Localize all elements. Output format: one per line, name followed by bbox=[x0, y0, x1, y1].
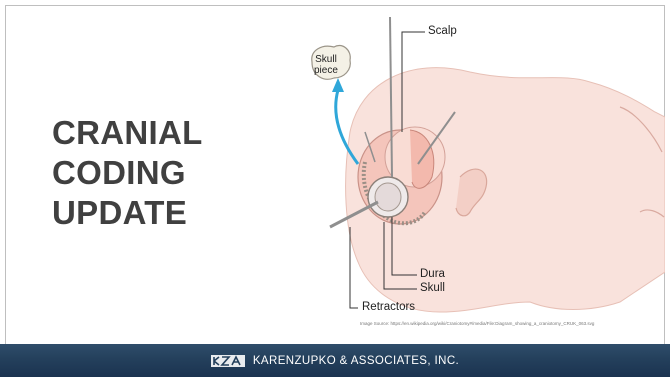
skull-label: Skull bbox=[420, 282, 445, 294]
title-line-1: CRANIAL bbox=[52, 113, 203, 153]
image-source-caption: Image Source: https://en.wikipedia.org/w… bbox=[360, 321, 594, 326]
skull-piece-label-line1: Skull bbox=[314, 54, 338, 65]
retractors-label: Retractors bbox=[362, 301, 415, 313]
title-line-3: UPDATE bbox=[52, 193, 203, 233]
craniotomy-diagram: Skull piece Scalp Dura Skull Retractors bbox=[290, 12, 665, 330]
scalp-label: Scalp bbox=[428, 25, 457, 37]
kza-logo-icon bbox=[211, 354, 245, 368]
company-name: KARENZUPKO & ASSOCIATES, INC. bbox=[253, 355, 459, 367]
skull-piece-label: Skull piece bbox=[314, 54, 338, 76]
footer-bar: KARENZUPKO & ASSOCIATES, INC. bbox=[0, 344, 670, 377]
title-line-2: CODING bbox=[52, 153, 203, 193]
slide-title: CRANIAL CODING UPDATE bbox=[52, 113, 203, 233]
skull-piece-label-line2: piece bbox=[314, 65, 338, 76]
footer-content: KARENZUPKO & ASSOCIATES, INC. bbox=[211, 354, 459, 368]
dura-label: Dura bbox=[420, 268, 445, 280]
craniotomy-illustration-icon bbox=[290, 12, 665, 330]
